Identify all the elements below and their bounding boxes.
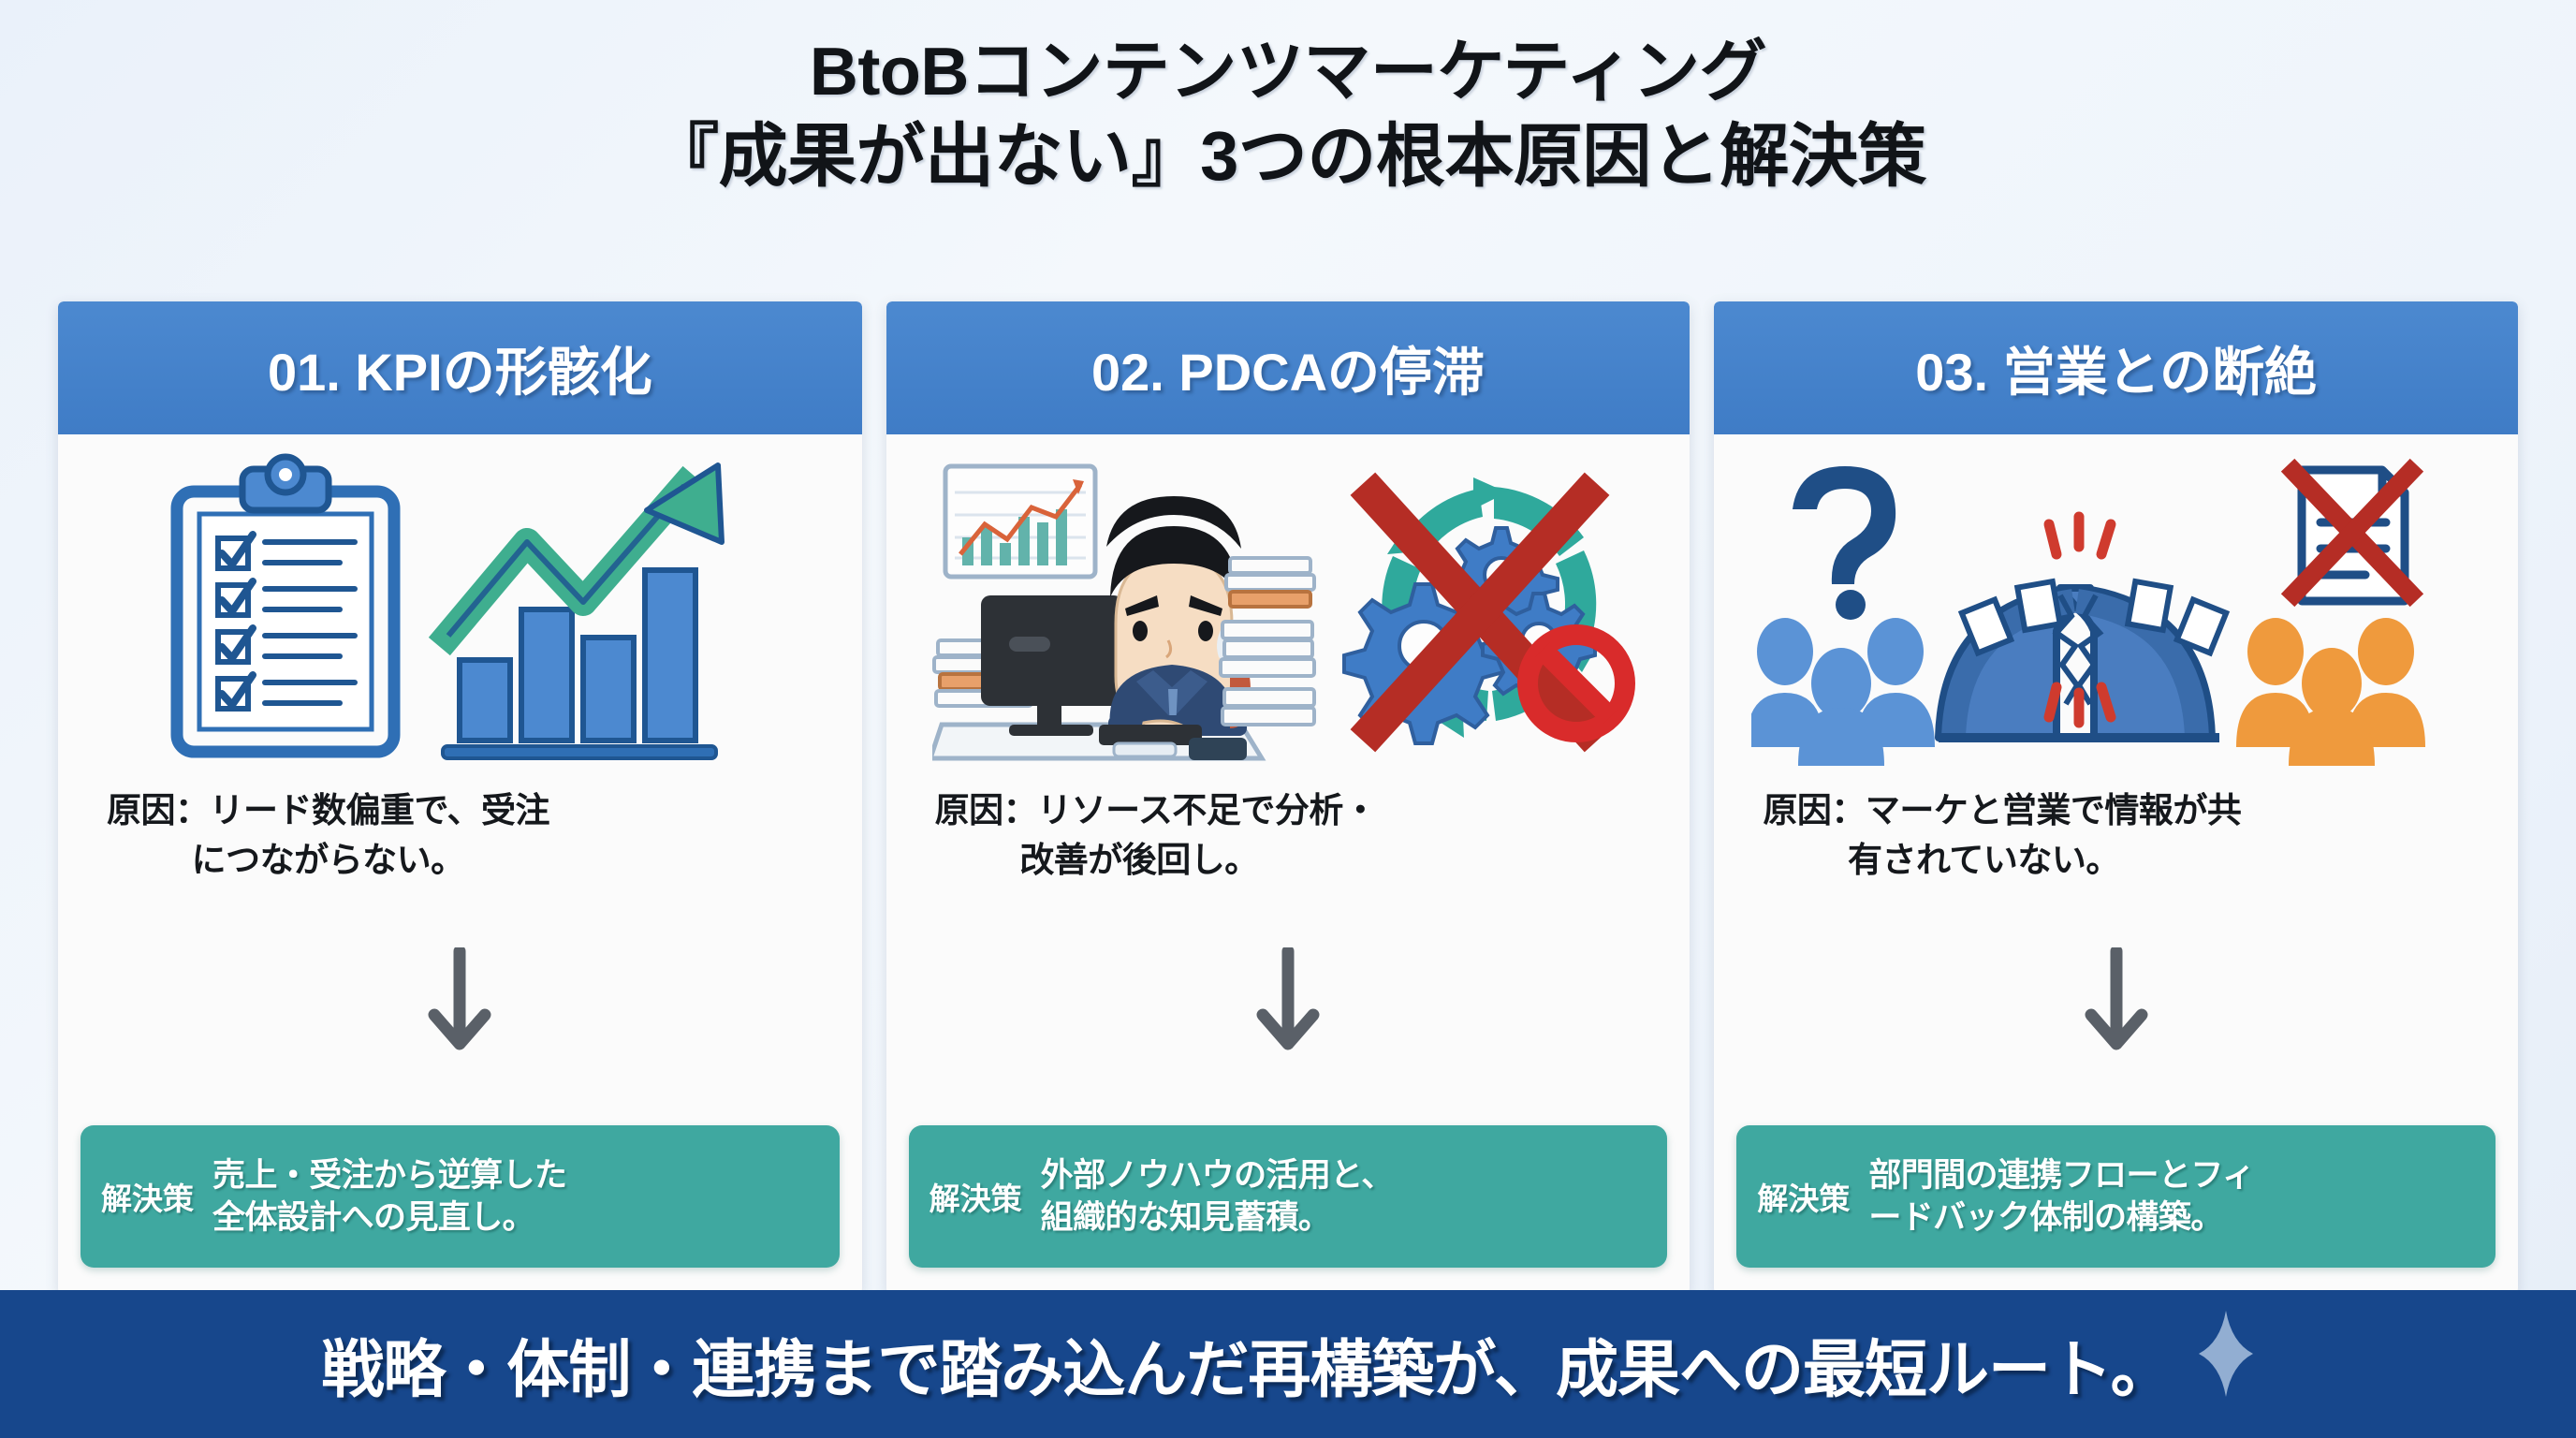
banner-text: 戦略・体制・連携まで踏み込んだ再構築が、成果への最短ルート。 — [321, 1334, 2173, 1405]
card-pdca: 02. PDCAの停滞 — [886, 301, 1690, 1294]
cause-line2-2: 改善が後回し。 — [1019, 840, 1259, 879]
card-header-2-label: 02. PDCAの停滞 — [1090, 342, 1486, 402]
cause-line1-1: リード数偏重で、受注 — [209, 791, 550, 829]
solution-line1-3: 部門間の連携フローとフィ — [1868, 1156, 2255, 1194]
cause-label-3: 原因： — [1763, 791, 1866, 829]
solution-text-2: 外部ノウハウの活用と、 組織的な知見蓄積。 — [1040, 1154, 1395, 1240]
card-header-2: 02. PDCAの停滞 — [886, 301, 1690, 434]
down-arrow-icon — [428, 946, 491, 1050]
card-header-1-label: 01. KPIの形骸化 — [267, 342, 652, 402]
down-arrow-3 — [1714, 885, 2518, 1125]
cause-line1-3: マーケと営業で情報が共 — [1865, 791, 2242, 829]
solution-line2-2: 組織的な知見蓄積。 — [1040, 1199, 1331, 1236]
card-header-3-label: 03. 営業との断絶 — [1915, 342, 2318, 402]
solution-box-2: 解決策 外部ノウハウの活用と、 組織的な知見蓄積。 — [908, 1125, 1668, 1268]
illustration-broken-bridge — [1714, 434, 2518, 781]
broken-bridge-icon — [1934, 511, 2230, 742]
solution-line2-3: ードバック体制の構築。 — [1868, 1199, 2223, 1236]
down-arrow-2 — [886, 885, 1690, 1125]
card-header-3: 03. 営業との断絶 — [1714, 301, 2519, 434]
down-arrow-icon — [1256, 946, 1320, 1050]
solution-text-1: 売上・受注から逆算した 全体設計への見直し。 — [212, 1154, 567, 1240]
monitor-icon — [981, 595, 1123, 736]
title-line-1: BtoBコンテンツマーケティング — [809, 35, 1767, 110]
solution-tag-2: 解決策 — [929, 1181, 1022, 1216]
cause-line2-1: につながらない。 — [191, 840, 465, 879]
businessman-figure — [1106, 496, 1247, 740]
prohibition-icon — [1517, 624, 1635, 742]
page-title: BtoBコンテンツマーケティング 『成果が出ない』3つの根本原因と解決策 — [0, 0, 2576, 198]
cause-text-1: 原因：リード数偏重で、受注 につながらない。 — [58, 781, 862, 885]
question-mark-icon — [1792, 466, 1895, 620]
cause-text-2: 原因：リソース不足で分析・ 改善が後回し。 — [886, 781, 1690, 885]
sparkle-icon — [2197, 1309, 2255, 1403]
paper-stack-right — [1219, 556, 1316, 726]
cause-text-3: 原因：マーケと営業で情報が共 有されていない。 — [1714, 781, 2518, 885]
title-line-2: 『成果が出ない』3つの根本原因と解決策 — [650, 116, 1926, 195]
cause-line2-3: 有されていない。 — [1847, 840, 2120, 879]
solution-tag-3: 解決策 — [1757, 1181, 1851, 1216]
solution-tag-1: 解決策 — [101, 1181, 194, 1216]
card-kpi: 01. KPIの形骸化 — [58, 301, 862, 1294]
crossed-document-icon — [2280, 458, 2423, 608]
solution-line1-2: 外部ノウハウの活用と、 — [1040, 1156, 1395, 1194]
solution-box-3: 解決策 部門間の連携フローとフィ ードバック体制の構築。 — [1736, 1125, 2496, 1268]
down-arrow-icon — [2085, 946, 2148, 1050]
illustration-overworked-pdca — [886, 434, 1690, 781]
wall-chart-icon — [943, 463, 1098, 580]
solution-line2-1: 全体設計への見直し。 — [212, 1199, 535, 1236]
red-x-icon — [1350, 472, 1610, 753]
card-sales-disconnect: 03. 営業との断絶 — [1714, 301, 2519, 1294]
blocked-pdca-icon — [1342, 472, 1635, 753]
solution-line1-1: 売上・受注から逆算した — [212, 1156, 567, 1194]
card-header-1: 01. KPIの形骸化 — [58, 301, 862, 434]
orange-team-icon — [2235, 618, 2425, 766]
blue-team-icon — [1750, 618, 1935, 766]
bottom-banner: 戦略・体制・連携まで踏み込んだ再構築が、成果への最短ルート。 — [0, 1290, 2576, 1438]
cause-label-1: 原因： — [107, 791, 210, 829]
down-arrow-1 — [58, 885, 862, 1125]
cause-label-2: 原因： — [934, 791, 1038, 829]
growth-chart-icon — [429, 462, 725, 760]
crack-spark-icon — [2043, 511, 2116, 728]
cause-line1-2: リソース不足で分析・ — [1037, 791, 1378, 829]
solution-text-3: 部門間の連携フローとフィ ードバック体制の構築。 — [1868, 1154, 2255, 1240]
cards-container: 01. KPIの形骸化 — [58, 301, 2519, 1294]
illustration-clipboard-chart — [58, 434, 862, 781]
clipboard-icon — [170, 453, 401, 758]
solution-box-1: 解決策 売上・受注から逆算した 全体設計への見直し。 — [80, 1125, 840, 1268]
